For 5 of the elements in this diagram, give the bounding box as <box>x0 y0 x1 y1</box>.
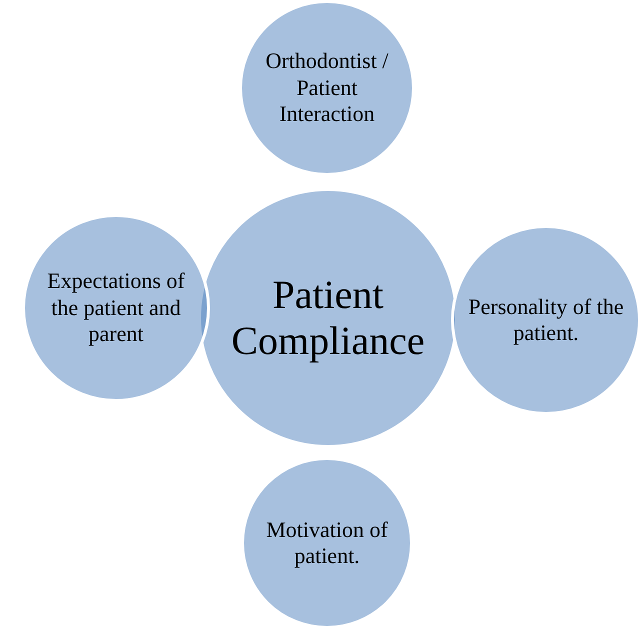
node-label: Motivation of patient. <box>265 516 389 570</box>
node-label: Orthodontist / Patient Interaction <box>264 48 390 128</box>
node-label: Expectations of the patient and parent <box>46 268 186 348</box>
node-label: Patient Compliance <box>230 272 426 364</box>
node-label: Personality of the patient. <box>467 294 625 346</box>
